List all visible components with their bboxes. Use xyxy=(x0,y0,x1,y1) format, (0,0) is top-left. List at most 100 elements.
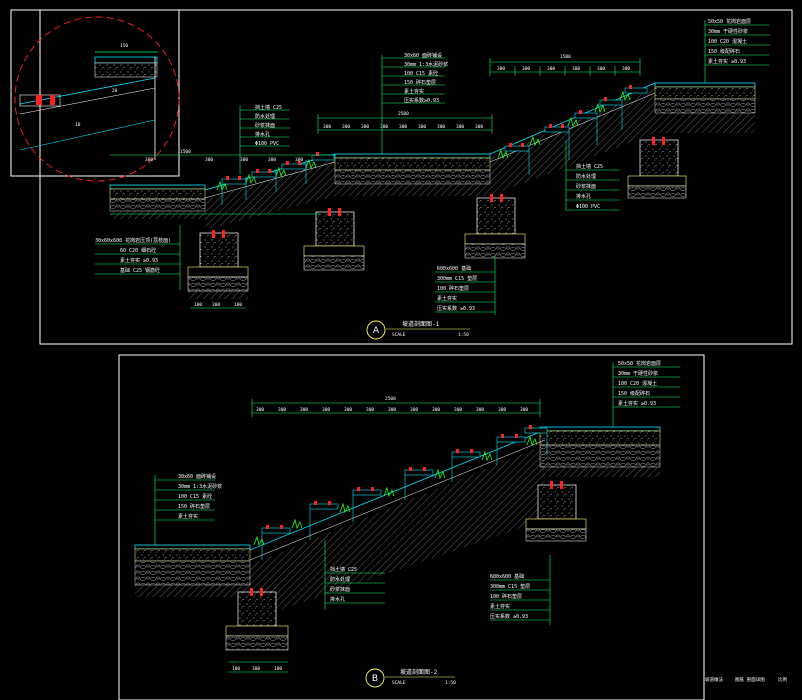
dim-a-low-4: 300 xyxy=(268,157,276,163)
callout-a-bottom-2: 300mm C15 垫层 xyxy=(437,275,477,282)
callout-b-bottom-3: 100 碎石垫层 xyxy=(490,593,522,600)
section-a: 150 10 20 xyxy=(10,9,793,345)
callout-b-right-2: 30mm 干硬性砂浆 xyxy=(618,370,658,377)
dim-b-top-1: 300 xyxy=(256,407,264,413)
callout-a-side-3: 砂浆抹面 xyxy=(576,183,596,190)
dim-a-low-5: 300 xyxy=(295,157,303,163)
dim-b-base-1: 100 xyxy=(232,666,240,672)
footer-mid: 图纸 剖面详图 xyxy=(735,676,765,683)
callout-b-mid-4: 排水孔 xyxy=(330,596,345,603)
dim-b-top-12: 300 xyxy=(498,407,506,413)
dim-a-mid-1: 300 xyxy=(323,124,331,130)
dim-a-low-2: 300 xyxy=(205,157,213,163)
section-b-steps xyxy=(253,425,548,560)
detail-note-b: 20 xyxy=(112,88,118,94)
callout-a-right-3: 100 C20 混凝土 xyxy=(708,38,747,45)
dim-a-mid-2: 300 xyxy=(342,124,350,130)
detail-dim-label: 150 xyxy=(120,43,128,49)
section-b-frame xyxy=(118,354,705,700)
footing-b2 xyxy=(525,481,587,542)
dim-a-top-1: 300 xyxy=(497,66,505,72)
dim-b-top-2: 300 xyxy=(278,407,286,413)
callout-a-right-4: 150 级配碎石 xyxy=(708,48,740,55)
callout-a-side-5: Φ100 PVC xyxy=(576,204,600,210)
callout-a-bottom-4: 素土夯实 xyxy=(437,295,457,302)
detail-inset: 150 10 20 xyxy=(10,9,180,182)
callout-a-side-2: 防水处理 xyxy=(576,173,596,180)
dim-a-top-3: 300 xyxy=(547,66,555,72)
dim-a-mid-4: 300 xyxy=(380,124,388,130)
dim-b-base-2: 300 xyxy=(252,666,260,672)
callout-a-mid-4: 排水孔 xyxy=(255,131,270,138)
dim-b-top-13: 300 xyxy=(520,407,528,413)
section-a-callouts: 30x60 面砖铺设 30mm 1:3水泥砂浆 100 C15 素砼 150 碎… xyxy=(95,18,770,315)
dim-a-base-1: 100 xyxy=(194,302,202,308)
dim-a-low-1: 300 xyxy=(145,157,153,163)
footing-a3 xyxy=(464,194,526,259)
callout-b-mid-2: 防水处理 xyxy=(330,576,350,583)
dim-b-top-3: 300 xyxy=(300,407,308,413)
dim-b-top-9: 300 xyxy=(432,407,440,413)
dim-a-mid-7: 300 xyxy=(437,124,445,130)
dim-a-base-3: 100 xyxy=(234,302,242,308)
callout-b-left-1: 30x60 面砖铺设 xyxy=(178,473,216,480)
dim-a-base-2: 300 xyxy=(212,302,220,308)
dim-b-top-10: 300 xyxy=(454,407,462,413)
section-b-dim-labels: 2500 300 300 300 300 300 300 300 300 300… xyxy=(232,396,528,672)
footing-a4 xyxy=(627,137,687,199)
callout-b-right-1: 50x50 花岗岩面层 xyxy=(618,360,661,367)
callout-b-right-3: 100 C20 混凝土 xyxy=(618,380,657,387)
dim-b-top-11: 300 xyxy=(476,407,484,413)
callout-a-right-5: 素土夯实 ≥0.93 xyxy=(708,58,746,65)
callout-b-right-4: 150 级配碎石 xyxy=(618,390,650,397)
section-b-title-block: B 坡道剖面图-2 SCALE 1:50 坡道做法 图纸 剖面详图 比例 xyxy=(365,668,787,688)
callout-a-left-3: 素土夯实 ≥0.93 xyxy=(120,257,158,264)
section-b-title: 坡道剖面图-2 xyxy=(400,668,438,676)
footing-a1 xyxy=(187,230,249,299)
callout-b-left-2: 30mm 1:3水泥砂浆 xyxy=(178,483,222,490)
callout-b-bottom-1: 600x600 基础 xyxy=(490,573,524,580)
callout-a-mid-3: 砂浆抹面 xyxy=(255,122,275,129)
callout-a-right-1: 50x50 花岗岩面层 xyxy=(708,18,751,25)
callout-a-top-5: 素土夯实 xyxy=(404,88,424,95)
section-a-steps xyxy=(216,85,648,205)
section-a-scale-right: 1:50 xyxy=(458,332,469,338)
section-b-tag-circle xyxy=(365,668,385,688)
callout-a-bottom-1: 600x600 基础 xyxy=(437,265,471,272)
dim-a-low-total: 1500 xyxy=(180,149,191,155)
callout-b-bottom-5: 压实系数 ≥0.93 xyxy=(490,613,528,620)
section-a-frame xyxy=(39,9,793,345)
callout-a-mid-5: Φ100 PVC xyxy=(255,141,279,147)
callout-a-top-3: 100 C15 素砼 xyxy=(404,70,438,77)
dim-b-top-4: 300 xyxy=(322,407,330,413)
dim-a-low-3: 300 xyxy=(240,157,248,163)
callout-a-top-6: 压实系数≥0.93 xyxy=(404,97,439,104)
callout-b-left-4: 150 碎石垫层 xyxy=(178,503,210,510)
dim-a-top-2: 300 xyxy=(522,66,530,72)
section-b-dimensions xyxy=(228,399,541,673)
dim-a-mid-8: 300 xyxy=(456,124,464,130)
dim-a-top-4: 300 xyxy=(572,66,580,72)
callout-a-mid-1: 挡土墙 C25 xyxy=(255,104,282,111)
callout-a-side-4: 排水孔 xyxy=(576,193,591,200)
dim-a-top-total: 1500 xyxy=(560,54,571,60)
callout-a-top-4: 150 碎石垫层 xyxy=(404,79,436,86)
dim-b-top-5: 300 xyxy=(344,407,352,413)
section-a-scale-left: SCALE xyxy=(392,332,406,338)
callout-a-left-2: 60 C20 细石砼 xyxy=(120,247,156,254)
callout-a-side-1: 挡土墙 C25 xyxy=(576,163,603,170)
dim-a-top-6: 300 xyxy=(622,66,630,72)
dim-b-base-3: 100 xyxy=(274,666,282,672)
callout-b-left-3: 100 C15 素砼 xyxy=(178,493,212,500)
dim-b-top-6: 300 xyxy=(366,407,374,413)
section-b-footings xyxy=(225,481,587,651)
section-a-footings xyxy=(187,137,687,299)
dim-a-mid-9: 300 xyxy=(475,124,483,130)
section-b-callouts: 50x50 花岗岩面层 30mm 干硬性砂浆 100 C20 混凝土 150 级… xyxy=(154,360,680,625)
callout-a-right-2: 30mm 干硬性砂浆 xyxy=(708,28,748,35)
dim-b-top-7: 300 xyxy=(388,407,396,413)
section-a-dimensions xyxy=(110,58,641,309)
callout-b-right-5: 素土夯实 ≥0.93 xyxy=(618,400,656,407)
section-b: 2500 300 300 300 300 300 300 300 300 300… xyxy=(118,354,787,700)
